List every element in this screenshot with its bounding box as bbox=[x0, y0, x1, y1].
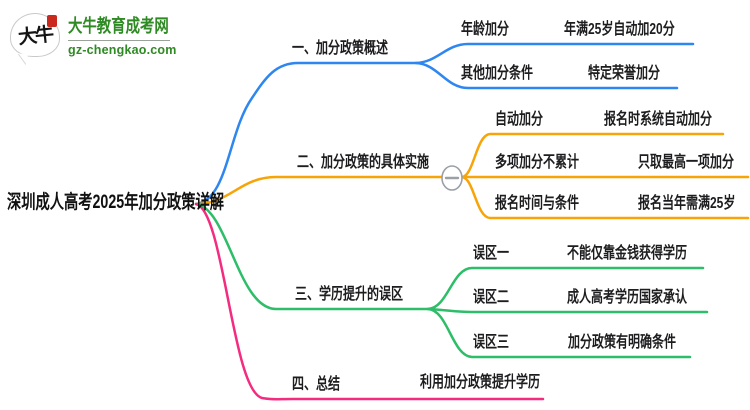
branch-1-child-2-key[interactable]: 其他加分条件 bbox=[461, 65, 534, 82]
logo-bubble-icon: 大牛 bbox=[10, 12, 60, 57]
branch-2-child-3-value[interactable]: 报名当年需满25岁 bbox=[638, 195, 736, 212]
branch-3-child-3-value[interactable]: 加分政策有明确条件 bbox=[568, 334, 677, 351]
logo-seal-icon bbox=[47, 14, 57, 27]
branch-2-label[interactable]: 二、加分政策的具体实施 bbox=[297, 154, 430, 171]
branch-2-child-1-value[interactable]: 报名时系统自动加分 bbox=[604, 111, 713, 128]
branch-3-label[interactable]: 三、学历提升的误区 bbox=[295, 286, 404, 303]
collapse-button[interactable] bbox=[441, 165, 463, 191]
branch-2-child-2-key[interactable]: 多项加分不累计 bbox=[495, 154, 580, 171]
branch-2-child-3-key[interactable]: 报名时间与条件 bbox=[495, 195, 580, 212]
brand-block: 大牛教育成考网 gz-chengkao.com bbox=[68, 12, 194, 57]
branch-3-child-1-value[interactable]: 不能仅靠金钱获得学历 bbox=[567, 245, 688, 262]
branch-1-child-1-value[interactable]: 年满25岁自动加20分 bbox=[564, 21, 675, 38]
branch-3-lines bbox=[194, 202, 709, 359]
site-logo[interactable]: 大牛 大牛教育成考网 gz-chengkao.com bbox=[10, 12, 194, 57]
branch-2-child-2-value[interactable]: 只取最高一项加分 bbox=[638, 154, 735, 171]
branch-3-child-2-value[interactable]: 成人高考学历国家承认 bbox=[567, 289, 688, 306]
branch-4-child-1-key[interactable]: 利用加分政策提升学历 bbox=[420, 374, 541, 391]
branch-4-lines bbox=[194, 202, 545, 401]
branch-2-lines bbox=[194, 132, 750, 220]
branch-1-lines bbox=[194, 42, 695, 206]
branch-2-child-1-key[interactable]: 自动加分 bbox=[495, 111, 544, 128]
branch-1-child-2-value[interactable]: 特定荣誉加分 bbox=[588, 65, 661, 82]
branch-3-child-1-key[interactable]: 误区一 bbox=[473, 245, 510, 262]
brand-name: 大牛教育成考网 bbox=[68, 16, 169, 36]
branch-1-child-1-key[interactable]: 年龄加分 bbox=[461, 21, 510, 38]
branch-3-child-2-key[interactable]: 误区二 bbox=[473, 289, 510, 306]
brand-divider bbox=[68, 40, 170, 41]
brand-domain: gz-chengkao.com bbox=[68, 43, 177, 57]
branch-3-child-3-key[interactable]: 误区三 bbox=[473, 334, 510, 351]
root-node[interactable]: 深圳成人高考2025年加分政策详解 bbox=[7, 192, 224, 213]
branch-4-label[interactable]: 四、总结 bbox=[292, 376, 341, 393]
branch-1-label[interactable]: 一、加分政策概述 bbox=[292, 40, 389, 57]
